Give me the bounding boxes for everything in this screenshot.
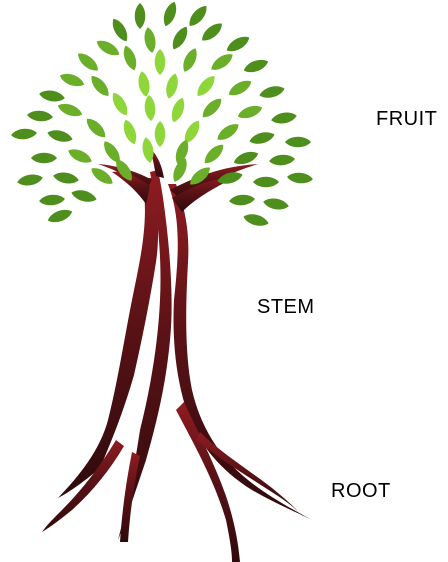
leaf — [16, 173, 43, 188]
leaf — [199, 20, 226, 45]
leaf — [39, 194, 66, 207]
leaf — [169, 96, 188, 124]
leaf — [270, 111, 297, 126]
leaf — [52, 171, 79, 186]
leaf — [31, 153, 57, 164]
leaf — [121, 44, 140, 72]
leaf — [224, 33, 252, 55]
leaf — [11, 128, 38, 141]
leaf — [194, 73, 219, 100]
leaf — [242, 212, 270, 229]
leaf — [46, 207, 74, 226]
leaf — [135, 3, 146, 29]
leaf — [70, 188, 98, 205]
leaf — [208, 50, 235, 74]
leaf — [109, 90, 131, 118]
leaf — [161, 0, 180, 28]
leaf — [214, 120, 241, 144]
leaf — [226, 77, 254, 99]
tree-trunk — [42, 148, 312, 562]
leaf — [56, 101, 84, 120]
leaf — [155, 121, 166, 147]
leaf — [229, 194, 256, 207]
leaf — [109, 16, 131, 44]
leaf — [186, 3, 211, 30]
leaf — [253, 177, 279, 188]
leaf — [164, 72, 181, 100]
leaf — [75, 50, 102, 75]
leaf — [155, 49, 166, 75]
leaf — [236, 103, 264, 122]
leaf — [285, 137, 311, 148]
leaf — [242, 57, 270, 76]
leaf — [94, 37, 122, 59]
leaf — [269, 154, 296, 167]
leaf — [258, 84, 286, 101]
label-stem: STEM — [257, 296, 315, 319]
label-root: ROOT — [331, 480, 391, 503]
label-fruit: FRUIT — [376, 108, 437, 131]
leaf — [38, 89, 65, 104]
leaf — [137, 70, 152, 97]
leaf — [88, 73, 113, 100]
leaf — [27, 110, 54, 123]
leaf — [169, 24, 191, 52]
leaf — [262, 197, 289, 212]
leaf — [143, 26, 158, 53]
leaf — [58, 71, 86, 90]
leaf — [201, 141, 227, 167]
leaf — [121, 118, 140, 146]
leaf — [180, 46, 201, 74]
leaf — [287, 172, 314, 185]
leaf — [83, 115, 109, 141]
leaf — [144, 95, 157, 122]
leaf — [66, 146, 94, 167]
leaf — [248, 130, 276, 147]
leaf — [46, 128, 74, 145]
leaf — [199, 95, 225, 121]
